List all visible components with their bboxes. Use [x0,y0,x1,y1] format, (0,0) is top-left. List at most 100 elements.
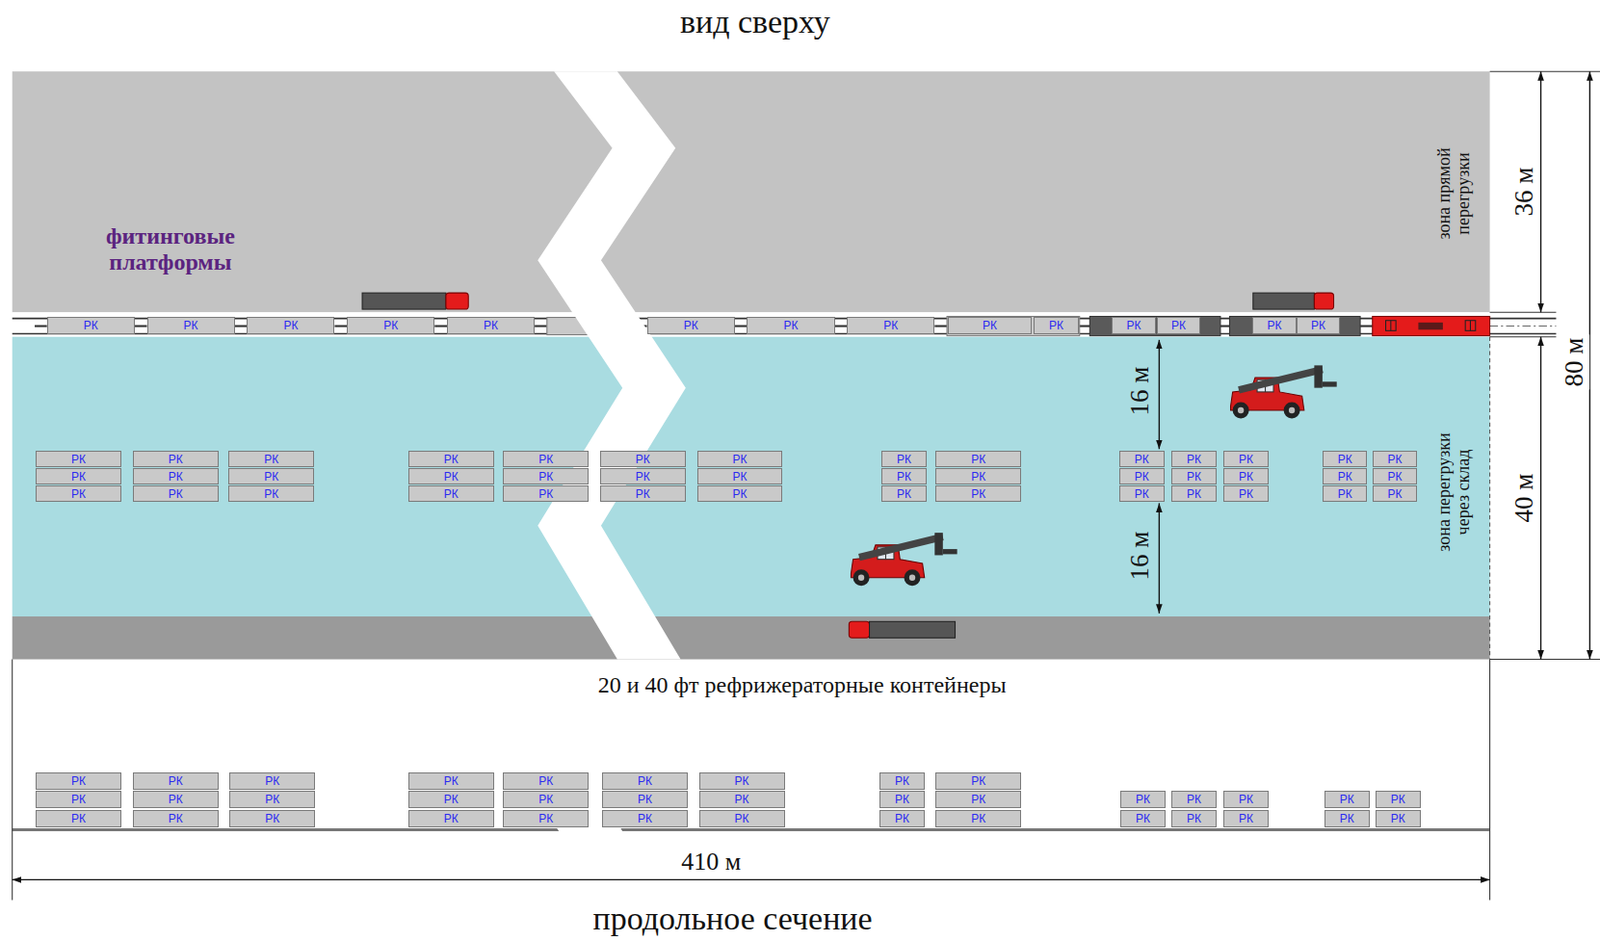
extension-line [1490,336,1557,338]
container-box: РК [132,485,219,502]
container-box: РК [229,772,315,790]
container-label: РК [896,487,912,501]
container-box: РК [846,316,935,335]
container-label: РК [1238,452,1254,467]
container-box: РК [1033,316,1079,335]
container-label: РК [1186,452,1202,467]
container-box: РК [228,468,315,485]
container-label: РК [538,452,553,467]
container-box: РК [935,485,1022,502]
container-label: РК [83,318,99,333]
container-box: РК [1171,468,1217,485]
container-label: РК [635,487,651,501]
container-box: РК [1171,790,1217,809]
container-box: РК [699,790,786,809]
coupler [1360,324,1373,327]
container-label: РК [264,812,280,826]
container-box: РК [502,772,589,790]
container-box: РК [935,450,1022,468]
container-box: РК [502,810,589,828]
truck-trailer [362,292,446,310]
container-label: РК [1126,318,1141,333]
container-box: РК [35,772,122,790]
container-label: РК [635,452,651,467]
container-label: РК [1186,812,1202,826]
container-label: РК [1337,452,1353,467]
container-box: РК [502,790,589,809]
dimension-line [1540,337,1542,660]
container-label: РК [168,792,184,807]
rail-axis [1490,325,1557,327]
container-label: РК [538,470,553,484]
container-box: РК [1372,450,1418,468]
container-box: РК [35,468,122,485]
extension-line [1490,312,1557,314]
container-label: РК [637,792,653,807]
dimension-label: 16 м [1126,363,1155,419]
dimension-label: 410 м [678,848,744,877]
ground-line [12,828,1491,832]
dimension-line [1158,340,1160,449]
extension-line [11,659,13,901]
container-label: РК [183,318,199,333]
container-box: РК [1223,468,1269,485]
container-box: РК [697,485,784,502]
zone-label: зона прямой перегрузки [1435,140,1474,247]
platform-label: фитинговые платформы [74,223,267,275]
container-label: РК [71,452,86,467]
container-label: РК [483,318,499,333]
container-box: РК [1171,485,1217,502]
locomotive [1372,315,1491,336]
container-box: РК [408,450,495,468]
container-box: РК [879,772,925,790]
container-box: РК [132,450,219,468]
container-label: РК [970,452,986,467]
stacker-wheel [1284,402,1301,420]
stacker-spreader [1322,381,1338,387]
container-box: РК [147,316,236,335]
container-box: РК [746,316,835,335]
coupler [934,324,947,327]
container-box: РК [1322,485,1368,502]
container-label: РК [71,812,86,826]
container-box: РК [1171,450,1217,468]
stacker-spreader [943,549,958,554]
reefer-wagon [1089,315,1221,336]
container-label: РК [637,812,653,826]
container-label: РК [970,812,986,826]
container-label: РК [896,470,912,484]
container-box: РК [408,790,495,809]
container-box: РК [1324,810,1370,828]
container-label: РК [71,487,86,501]
container-box: РК [1111,316,1156,335]
stacker-wheel [1232,402,1250,420]
container-label: РК [970,774,986,788]
locomotive-detail [1469,320,1471,332]
dimension-label: 16 м [1126,528,1155,584]
container-label: РК [383,318,398,333]
dimension-label: 36 м [1510,164,1540,220]
container-box: РК [1372,468,1418,485]
container-box: РК [935,468,1022,485]
container-label: РК [538,792,553,807]
container-box: РК [947,316,1032,335]
container-label: РК [1238,487,1254,501]
container-label: РК [683,318,699,333]
container-label: РК [1186,792,1202,807]
container-box: РК [1120,790,1166,809]
container-box: РК [647,316,735,335]
stacker-wheel [904,569,921,586]
container-label: РК [71,792,86,807]
container-box: РК [408,468,495,485]
container-label: РК [264,792,280,807]
coupler [734,324,748,327]
container-label: РК [1390,792,1406,807]
container-box: РК [1322,468,1368,485]
container-label: РК [894,792,910,807]
container-box: РК [1322,450,1368,468]
container-box: РК [697,468,784,485]
container-box: РК [408,772,495,790]
container-label: РК [1337,470,1353,484]
container-label: РК [1171,318,1186,333]
dimension-line [1158,502,1160,613]
